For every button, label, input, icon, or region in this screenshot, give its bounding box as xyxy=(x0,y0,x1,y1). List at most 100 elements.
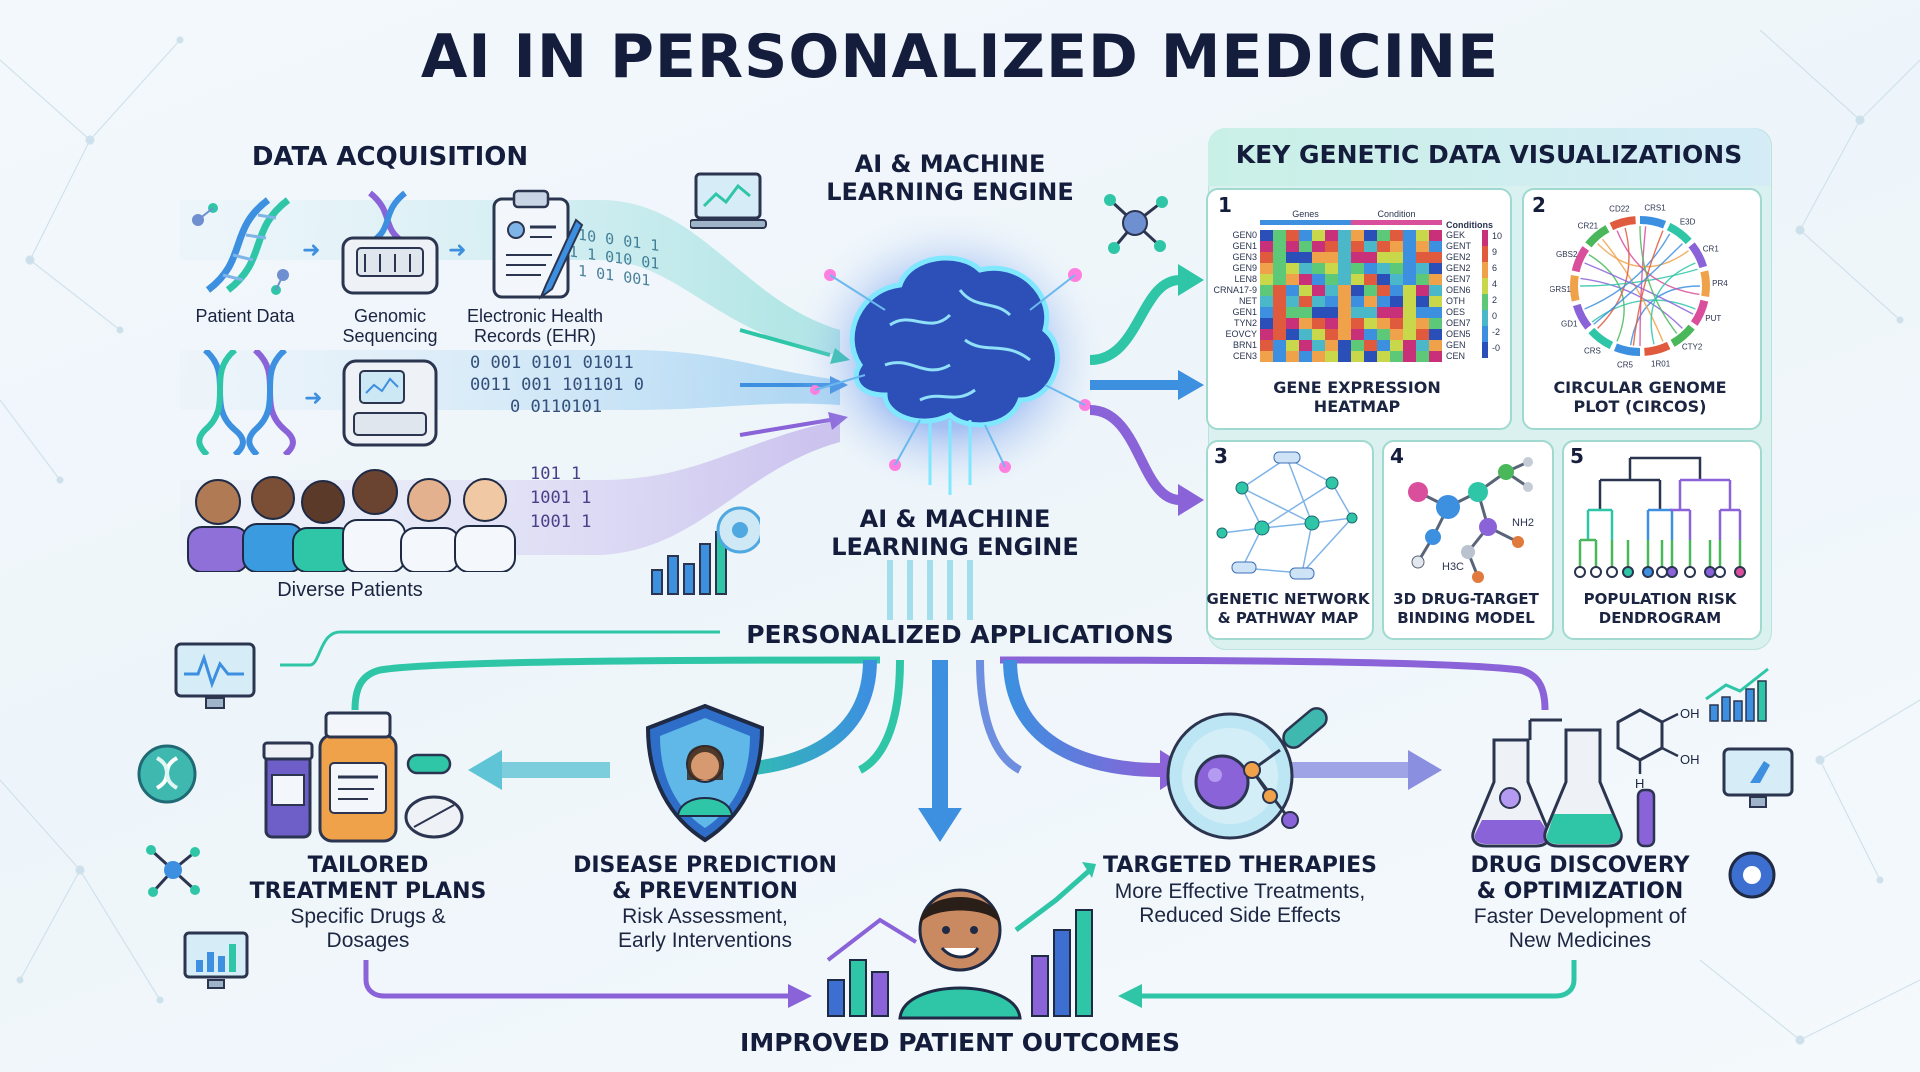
heatmap-cell xyxy=(1286,318,1299,329)
circos-segment xyxy=(1700,270,1710,297)
heatmap-row-label: GEN1 xyxy=(1232,241,1257,251)
heatmap-cell xyxy=(1312,318,1325,329)
svg-text:H: H xyxy=(1635,776,1644,790)
heatmap-cell xyxy=(1429,296,1442,307)
heatmap-cell xyxy=(1273,241,1286,252)
heatmap-cell xyxy=(1403,296,1416,307)
heatmap-right-label: OEN7 xyxy=(1446,318,1471,328)
bar-chart-icon xyxy=(651,506,760,595)
heatmap-cell xyxy=(1286,263,1299,274)
heatmap-cell xyxy=(1325,252,1338,263)
svg-text:OH: OH xyxy=(1680,706,1700,721)
heatmap-cell xyxy=(1312,274,1325,285)
heatmap-column-header: Condition xyxy=(1377,209,1415,219)
heatmap-cell xyxy=(1351,307,1364,318)
patient-data-label: Patient Data xyxy=(195,306,295,326)
heatmap-cell xyxy=(1273,252,1286,263)
circos-segment xyxy=(1571,246,1590,273)
heatmap-scale-label: 2 xyxy=(1492,295,1497,305)
heatmap-scale-label: 0 xyxy=(1492,311,1497,321)
heatmap-cell xyxy=(1403,274,1416,285)
heatmap-right-label: GEN2 xyxy=(1446,263,1471,273)
heatmap-cell xyxy=(1312,329,1325,340)
heatmap-cell xyxy=(1416,329,1429,340)
circos-label: CR1 xyxy=(1703,245,1720,254)
data-acquisition-heading: DATA ACQUISITION xyxy=(251,142,529,172)
heatmap-cell xyxy=(1429,340,1442,351)
heatmap-cell xyxy=(1364,307,1377,318)
heatmap-cell xyxy=(1390,230,1403,241)
circos-label: PUT xyxy=(1705,314,1721,323)
heatmap-cell xyxy=(1338,340,1351,351)
viz-card-circos[interactable] xyxy=(1522,188,1762,430)
app-desc-tailored-treatment: Specific Drugs & Dosages xyxy=(290,905,446,952)
page-title: AI IN PERSONALIZED MEDICINE xyxy=(420,22,1500,92)
heatmap-scale-label: -2 xyxy=(1492,327,1500,337)
heatmap-cell xyxy=(1429,351,1442,362)
circos-link xyxy=(1629,285,1701,346)
app-title-targeted-therapies: TARGETED THERAPIES xyxy=(1103,853,1377,878)
heatmap-cell xyxy=(1286,241,1299,252)
svg-text:OH: OH xyxy=(1680,752,1700,767)
heatmap-cell xyxy=(1338,318,1351,329)
heatmap-cell xyxy=(1390,285,1403,296)
heatmap-cell xyxy=(1325,285,1338,296)
heatmap-cell xyxy=(1390,252,1403,263)
heatmap-cell xyxy=(1325,296,1338,307)
circos-label: GD1 xyxy=(1561,319,1578,328)
heatmap-right-label: OEN5 xyxy=(1446,329,1471,339)
heatmap-cell xyxy=(1351,274,1364,285)
viz-card-label: GENETIC NETWORK & PATHWAY MAP xyxy=(1206,590,1370,627)
heatmap-header-bar xyxy=(1351,220,1442,225)
heatmap-cell xyxy=(1273,274,1286,285)
population-risk-dendrogram xyxy=(1574,456,1746,578)
genomic-sequencer-icon xyxy=(341,190,439,295)
circos-label: CR5 xyxy=(1617,361,1634,370)
heatmap-cell xyxy=(1377,318,1390,329)
heatmap-cell xyxy=(1286,285,1299,296)
heatmap-cell xyxy=(1364,274,1377,285)
growth-chart-icon xyxy=(1705,667,1769,722)
circos-label: CR21 xyxy=(1578,221,1599,230)
heatmap-right-label: GEN2 xyxy=(1446,252,1471,262)
circos-segment xyxy=(1572,303,1592,330)
heatmap-right-label: GENT xyxy=(1446,241,1472,251)
heatmap-cell xyxy=(1364,263,1377,274)
heatmap-scale-segment xyxy=(1482,310,1488,326)
heatmap-cell xyxy=(1364,296,1377,307)
heatmap-cell xyxy=(1312,230,1325,241)
heatmap-cell xyxy=(1312,252,1325,263)
app-title-drug-discovery: DRUG DISCOVERY & OPTIMIZATION xyxy=(1470,853,1690,904)
heatmap-cell xyxy=(1390,296,1403,307)
heatmap-cell xyxy=(1377,263,1390,274)
circos-label: CTY2 xyxy=(1682,343,1703,352)
heatmap-cell xyxy=(1377,351,1390,362)
heatmap-cell xyxy=(1429,307,1442,318)
viz-card-label: 3D DRUG-TARGET BINDING MODEL xyxy=(1393,590,1539,627)
heatmap-cell xyxy=(1260,230,1273,241)
heatmap-cell xyxy=(1325,307,1338,318)
heatmap-cell xyxy=(1325,329,1338,340)
viz-card-number: 5 xyxy=(1570,444,1584,468)
viz-card-binding-model[interactable] xyxy=(1382,440,1554,640)
circos-link xyxy=(1588,254,1625,342)
circos-link xyxy=(1639,225,1678,334)
heatmap-cell xyxy=(1351,329,1364,340)
heatmap-cell xyxy=(1351,230,1364,241)
heatmap-cell xyxy=(1403,307,1416,318)
circos-segment xyxy=(1690,299,1709,326)
heatmap-cell xyxy=(1377,329,1390,340)
heatmap-cell xyxy=(1299,230,1312,241)
heatmap-cell xyxy=(1364,241,1377,252)
heatmap-header-bar xyxy=(1260,220,1351,225)
viz-card-label: POPULATION RISK DENDROGRAM xyxy=(1583,590,1737,627)
heatmap-cell xyxy=(1377,252,1390,263)
heatmap-cell xyxy=(1403,329,1416,340)
viz-card-network[interactable] xyxy=(1206,440,1374,640)
heatmap-cell xyxy=(1260,241,1273,252)
heatmap-cell xyxy=(1286,274,1299,285)
heatmap-cell xyxy=(1260,351,1273,362)
heatmap-cell xyxy=(1286,307,1299,318)
heatmap-cell xyxy=(1299,296,1312,307)
